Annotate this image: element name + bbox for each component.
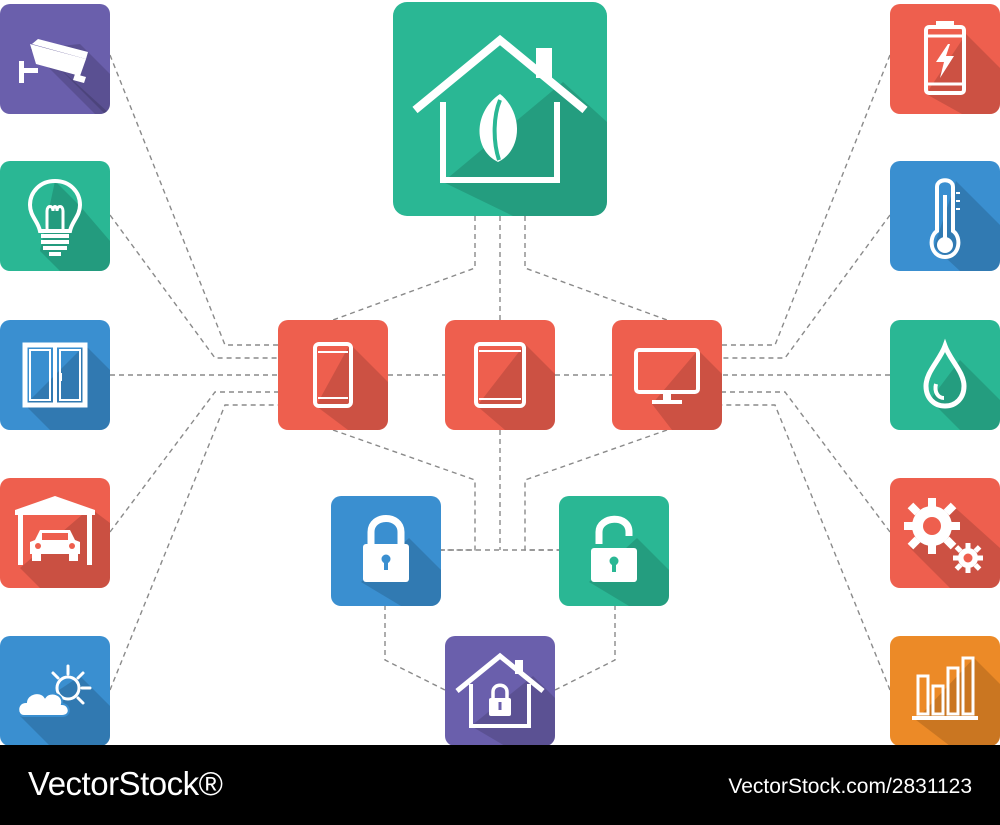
- connector-line: [109, 214, 278, 359]
- tablet-tile[interactable]: [445, 320, 555, 430]
- monitor-icon: [634, 348, 722, 430]
- locked-padlock-tile[interactable]: [331, 496, 441, 606]
- bar-chart-tile[interactable]: [890, 636, 1000, 746]
- thermometer-tile[interactable]: [890, 161, 1000, 271]
- security-camera-tile[interactable]: [0, 4, 110, 114]
- battery-icon: [924, 21, 1000, 114]
- connector-line: [524, 216, 668, 321]
- garage-car-icon: [15, 496, 110, 588]
- garage-tile[interactable]: [0, 478, 110, 588]
- gears-tile[interactable]: [890, 478, 1000, 588]
- connector-line: [332, 429, 476, 551]
- image-credit: VectorStock.com/2831123: [728, 775, 972, 798]
- home-lock-tile[interactable]: [445, 636, 555, 746]
- gears-icon: [904, 498, 1000, 588]
- connector-line: [109, 404, 278, 691]
- smartphone-tile[interactable]: [278, 320, 388, 430]
- connector-lines: [109, 54, 891, 691]
- sun-cloud-icon: [17, 664, 110, 746]
- connector-line: [722, 391, 891, 533]
- brand-logo: VectorStock®: [28, 765, 223, 802]
- connector-line: [109, 54, 278, 346]
- connector-line: [384, 605, 446, 691]
- lock-open-icon: [589, 515, 669, 606]
- light-bulb-tile[interactable]: [0, 161, 110, 271]
- water-drop-icon: [923, 338, 1000, 430]
- bar-chart-icon: [912, 656, 1000, 746]
- monitor-tile[interactable]: [612, 320, 722, 430]
- eco-house-leaf-icon: [412, 34, 607, 216]
- water-drop-tile[interactable]: [890, 320, 1000, 430]
- connector-line: [332, 216, 476, 321]
- security-camera-icon: [19, 39, 110, 114]
- weather-tile[interactable]: [0, 636, 110, 746]
- connector-line: [722, 404, 891, 691]
- smartphone-icon: [313, 342, 388, 430]
- eco-home-tile[interactable]: [393, 2, 607, 216]
- connector-line: [109, 391, 278, 533]
- watermark-footer: VectorStock® VectorStock.com/2831123: [0, 745, 1000, 825]
- light-bulb-icon: [27, 178, 110, 271]
- tablet-icon: [474, 342, 555, 430]
- connector-line: [722, 214, 891, 359]
- thermometer-icon: [929, 178, 1000, 271]
- window-icon: [22, 342, 110, 430]
- house-lock-icon: [455, 652, 555, 746]
- battery-tile[interactable]: [890, 4, 1000, 114]
- connector-line: [722, 54, 891, 346]
- lock-closed-icon: [361, 515, 441, 606]
- unlocked-padlock-tile[interactable]: [559, 496, 669, 606]
- connector-line: [554, 605, 616, 691]
- smart-home-diagram: [0, 2, 1000, 746]
- window-tile[interactable]: [0, 320, 110, 430]
